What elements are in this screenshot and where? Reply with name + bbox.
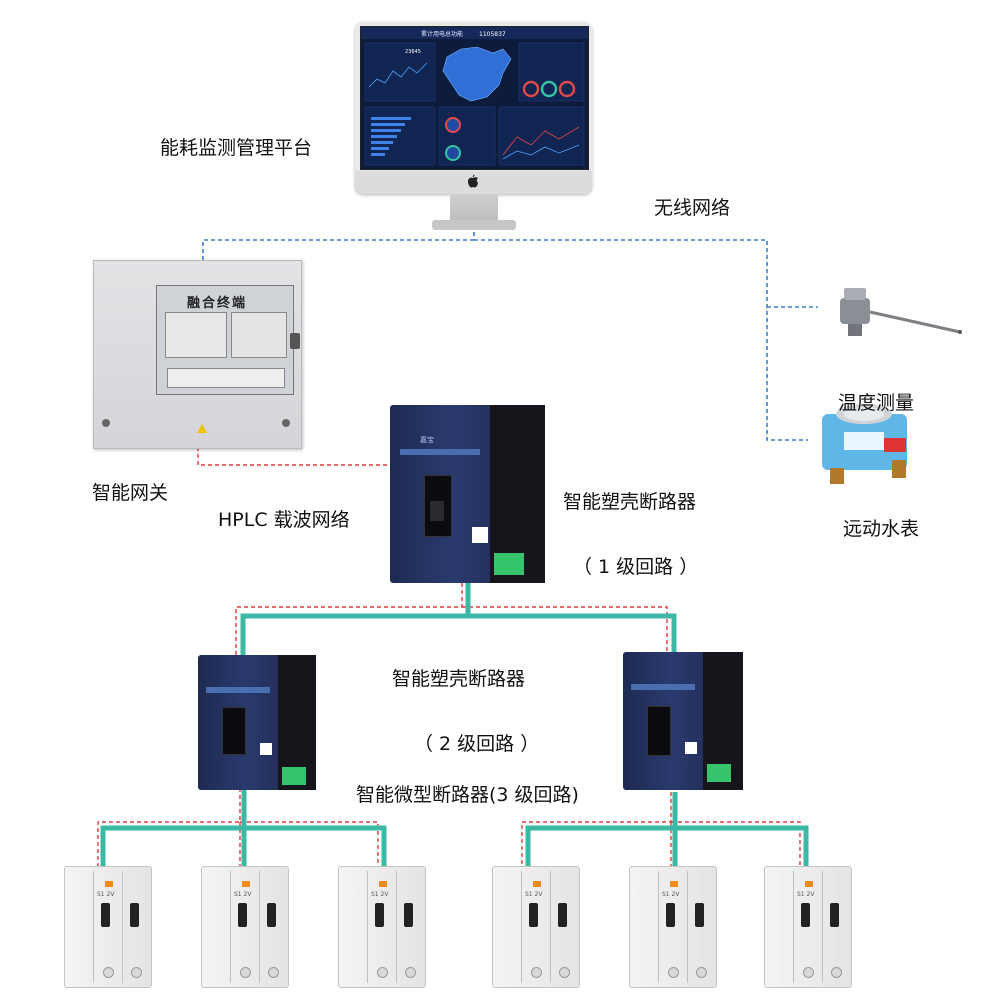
dashboard-total: 1105837	[479, 31, 506, 38]
china-map	[442, 46, 512, 102]
mccb-level2-right	[623, 652, 743, 790]
gateway-label: 智能网关	[92, 482, 169, 504]
temperature-label: 温度测量	[838, 392, 915, 414]
hplc-link-mccb1-right	[462, 606, 668, 655]
dashboard-screen: 累计用电总功能 1105837 23645	[360, 26, 589, 170]
bus-level2-left-r	[244, 825, 387, 868]
mcb-2: S1 2V	[201, 866, 289, 988]
mccb-level2-label: 智能塑壳断路器	[392, 668, 526, 690]
mcb-3-rating: S1 2V	[371, 891, 389, 898]
bus-level1-right	[468, 613, 677, 655]
level1-label: （ 1 级回路 ）	[573, 556, 699, 578]
mcb-6-rating: S1 2V	[797, 891, 815, 898]
mccb-level2-left	[198, 655, 316, 790]
hplc-link-left-branch	[97, 788, 241, 868]
platform-label: 能耗监测管理平台	[160, 137, 313, 159]
bus-level2-right-r	[675, 825, 809, 868]
level2-label: （ 2 级回路 ）	[414, 733, 540, 755]
smart-gateway-cabinet: 融合终端	[93, 260, 302, 449]
mcb-2-rating: S1 2V	[234, 891, 252, 898]
mccb1-brand: 嘉宝	[420, 436, 434, 444]
mccb-level1: 嘉宝	[390, 405, 545, 583]
mcb-5: S1 2V	[629, 866, 717, 988]
dashboard-count: 23645	[405, 49, 421, 55]
wireless-link-gateway	[202, 239, 474, 262]
hplc-link-right-branch-r	[671, 821, 801, 868]
mcb-3: S1 2V	[338, 866, 426, 988]
hplc-link-mccb1	[235, 583, 463, 658]
warning-icon	[197, 424, 207, 433]
temperature-probe	[840, 288, 962, 336]
mcb-1: S1 2V	[64, 866, 152, 988]
mcb-6: S1 2V	[764, 866, 852, 988]
water-meter-label: 远动水表	[843, 518, 920, 540]
bus-links	[100, 583, 809, 868]
mcb-5-rating: S1 2V	[662, 891, 680, 898]
dashboard-title: 累计用电总功能	[421, 30, 463, 38]
wireless-links	[202, 232, 818, 441]
gateway-panel-title: 融合终端	[187, 296, 248, 311]
hplc-network-label: HPLC 载波网络	[218, 509, 350, 531]
bus-level2-right	[525, 792, 678, 868]
mcb-4-rating: S1 2V	[525, 891, 543, 898]
mcb-4: S1 2V	[492, 866, 580, 988]
bus-level2-left	[100, 788, 247, 868]
hplc-link-gateway	[197, 447, 390, 466]
apple-logo-icon	[468, 174, 478, 188]
wireless-network-label: 无线网络	[654, 197, 731, 219]
wireless-link-main	[474, 239, 808, 441]
hplc-link-right-branch	[521, 792, 672, 868]
mcb-level3-label: 智能微型断路器(3 级回路)	[356, 784, 579, 806]
gateway-window: 融合终端	[156, 285, 294, 395]
hplc-link-left-branch-r	[240, 821, 379, 868]
water-meter	[822, 404, 907, 484]
mccb-level1-label: 智能塑壳断路器	[563, 491, 697, 513]
mcb-1-rating: S1 2V	[97, 891, 115, 898]
platform-monitor: 累计用电总功能 1105837 23645	[355, 22, 592, 232]
bus-level1	[240, 583, 471, 658]
